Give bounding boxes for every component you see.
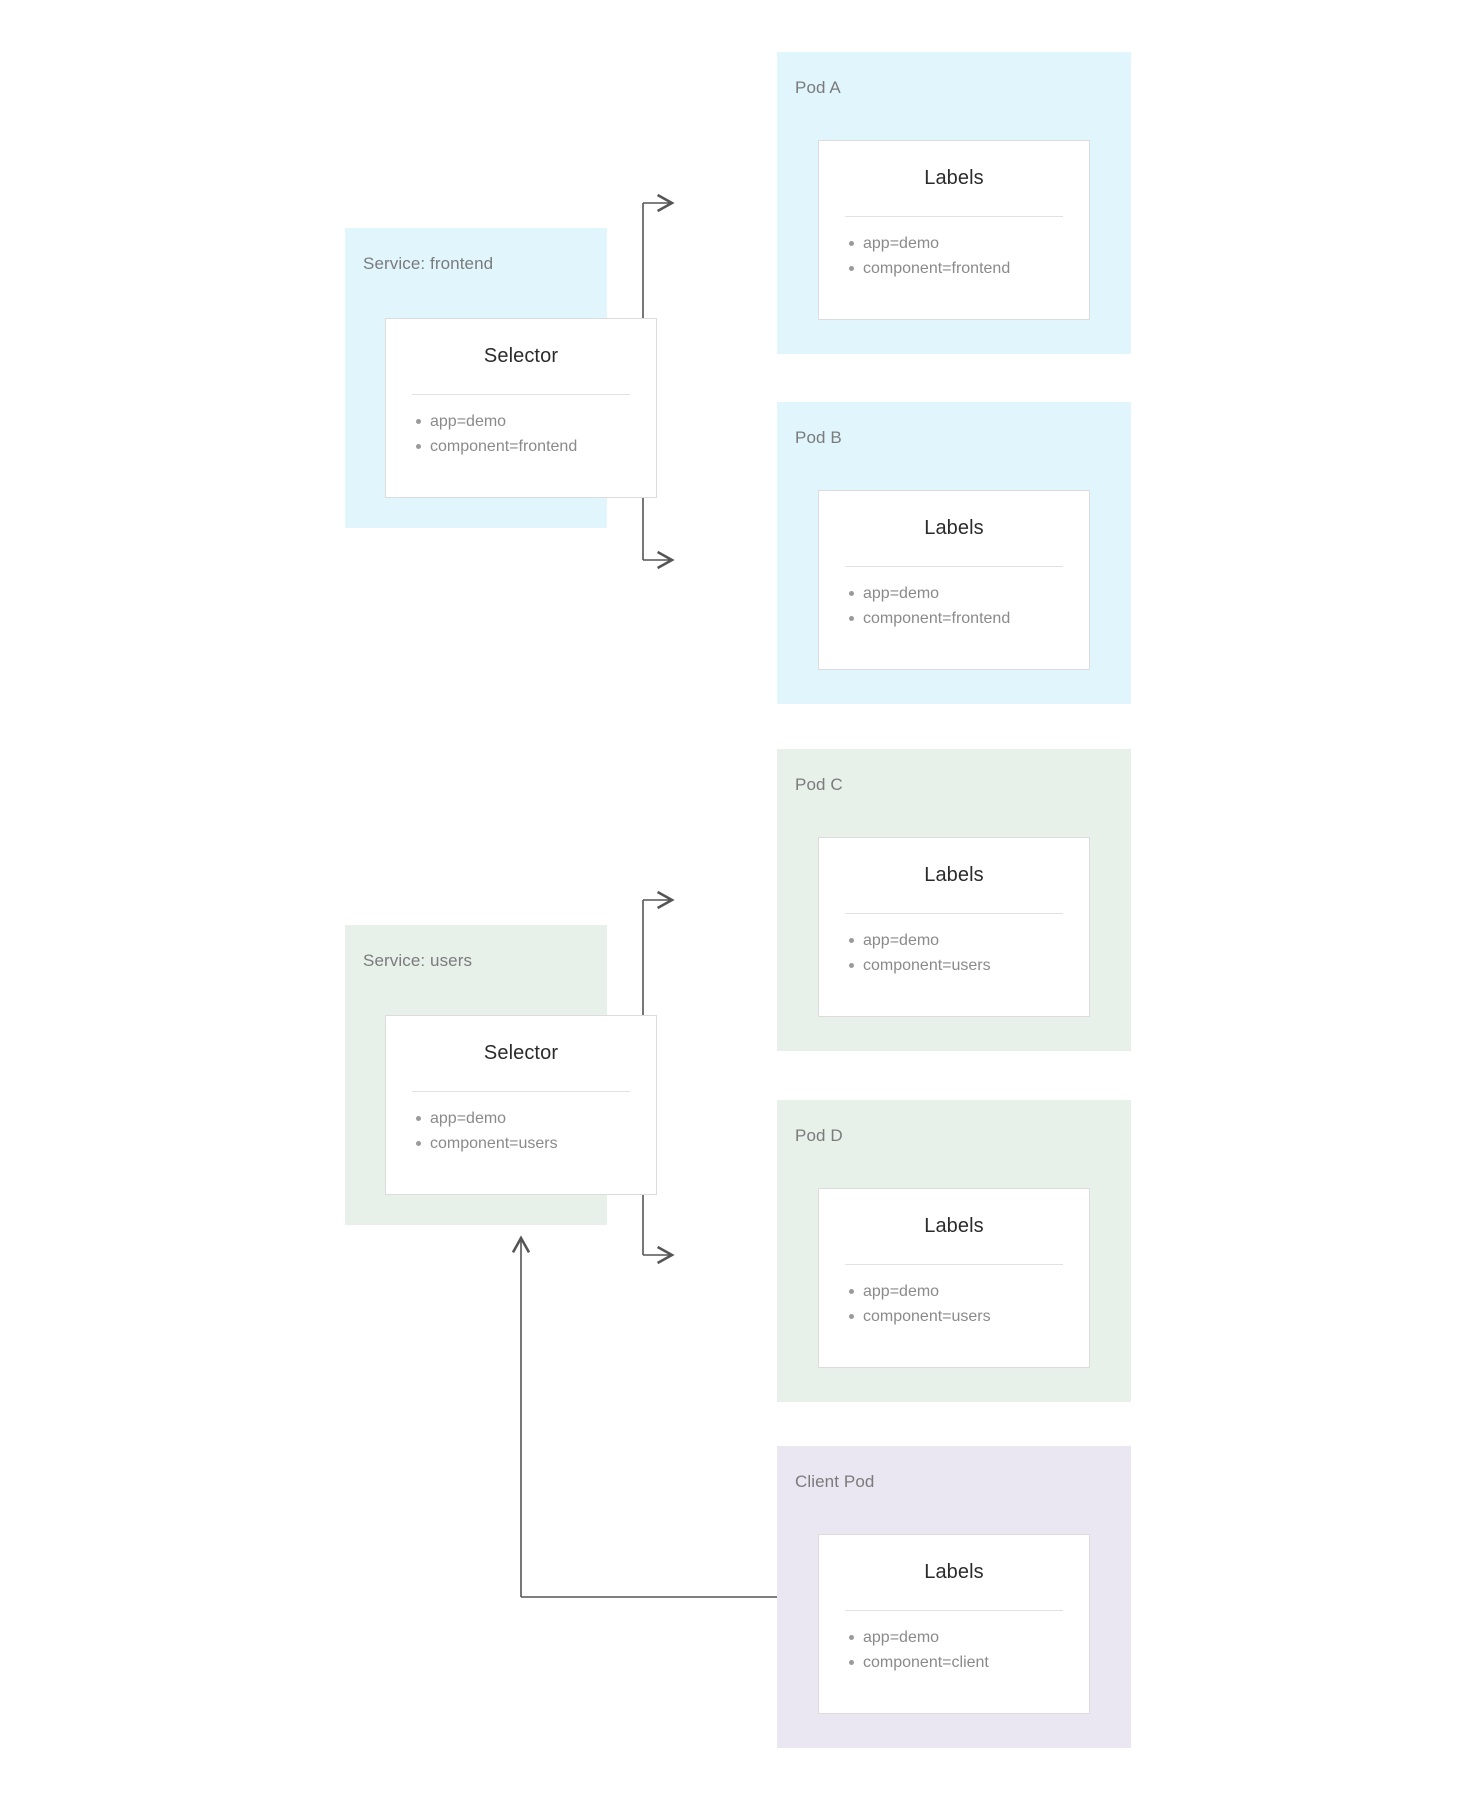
pod-a-group[interactable]: Pod A Labels app=demo component=frontend xyxy=(777,52,1131,354)
pod-label-list: app=demo component=users xyxy=(819,914,1089,978)
pod-a-title: Pod A xyxy=(795,78,841,97)
card-divider xyxy=(845,913,1063,914)
pod-label-list: app=demo component=users xyxy=(819,1265,1089,1329)
card-divider xyxy=(412,394,630,395)
pod-c-title: Pod C xyxy=(795,775,843,794)
pod-b-title: Pod B xyxy=(795,428,842,447)
card-divider xyxy=(845,216,1063,217)
pod-d-title: Pod D xyxy=(795,1126,843,1145)
selector-card-title: Selector xyxy=(483,345,559,367)
client-pod-labels-card[interactable]: Labels app=demo component=client xyxy=(818,1534,1090,1714)
pod-a-labels-card[interactable]: Labels app=demo component=frontend xyxy=(818,140,1090,320)
card-divider xyxy=(412,1091,630,1092)
list-item: app=demo xyxy=(416,1106,656,1131)
service-frontend-selector-card[interactable]: Selector app=demo component=frontend xyxy=(385,318,657,498)
pod-label-list: app=demo component=client xyxy=(819,1611,1089,1675)
pod-d-labels-card[interactable]: Labels app=demo component=users xyxy=(818,1188,1090,1368)
list-item: app=demo xyxy=(849,581,1089,606)
list-item: app=demo xyxy=(849,1279,1089,1304)
labels-card-title: Labels xyxy=(924,864,984,886)
labels-card-title: Labels xyxy=(924,1215,984,1237)
card-divider xyxy=(845,1610,1063,1611)
pod-b-labels-card[interactable]: Labels app=demo component=frontend xyxy=(818,490,1090,670)
selector-label-list: app=demo component=frontend xyxy=(386,395,656,459)
list-item: app=demo xyxy=(416,409,656,434)
connector-client-to-users-service xyxy=(511,1235,777,1598)
list-item: component=client xyxy=(849,1650,1089,1675)
labels-card-title: Labels xyxy=(924,517,984,539)
card-divider xyxy=(845,566,1063,567)
pod-label-list: app=demo component=frontend xyxy=(819,217,1089,281)
labels-card-title: Labels xyxy=(924,167,984,189)
list-item: app=demo xyxy=(849,231,1089,256)
service-frontend-group[interactable]: Service: frontend Selector app=demo comp… xyxy=(345,228,657,528)
labels-card-title: Labels xyxy=(924,1561,984,1583)
card-divider xyxy=(845,1264,1063,1265)
list-item: component=users xyxy=(849,1304,1089,1329)
pod-b-group[interactable]: Pod B Labels app=demo component=frontend xyxy=(777,402,1131,704)
client-pod-title: Client Pod xyxy=(795,1472,875,1491)
list-item: component=users xyxy=(849,953,1089,978)
service-users-title: Service: users xyxy=(363,951,473,970)
service-users-group[interactable]: Service: users Selector app=demo compone… xyxy=(345,925,657,1225)
list-item: component=frontend xyxy=(849,606,1089,631)
list-item: component=users xyxy=(416,1131,656,1156)
pod-c-labels-card[interactable]: Labels app=demo component=users xyxy=(818,837,1090,1017)
service-frontend-title: Service: frontend xyxy=(363,254,494,273)
service-users-selector-card[interactable]: Selector app=demo component=users xyxy=(385,1015,657,1195)
list-item: app=demo xyxy=(849,1625,1089,1650)
selector-card-title: Selector xyxy=(483,1042,559,1064)
list-item: component=frontend xyxy=(849,256,1089,281)
list-item: component=frontend xyxy=(416,434,656,459)
client-pod-group[interactable]: Client Pod Labels app=demo component=cli… xyxy=(777,1446,1131,1748)
list-item: app=demo xyxy=(849,928,1089,953)
pod-c-group[interactable]: Pod C Labels app=demo component=users xyxy=(777,749,1131,1051)
pod-d-group[interactable]: Pod D Labels app=demo component=users xyxy=(777,1100,1131,1402)
selector-label-list: app=demo component=users xyxy=(386,1092,656,1156)
pod-label-list: app=demo component=frontend xyxy=(819,567,1089,631)
